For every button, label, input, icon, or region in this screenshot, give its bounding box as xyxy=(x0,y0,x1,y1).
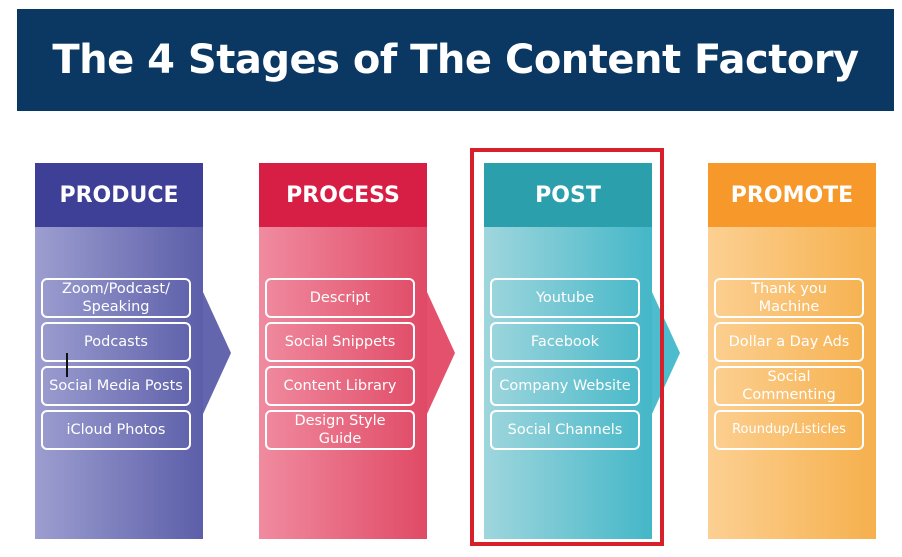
item-box: Social Snippets xyxy=(265,322,415,362)
item-box: Company Website xyxy=(490,366,640,406)
page-title: The 4 Stages of The Content Factory xyxy=(52,37,859,83)
item-box: Descript xyxy=(265,278,415,318)
stage-produce-header: PRODUCE xyxy=(35,163,203,227)
item-box: Roundup/Listicles xyxy=(714,410,864,450)
item-box: Social Commenting xyxy=(714,366,864,406)
item-box: Facebook xyxy=(490,322,640,362)
item-box: Content Library xyxy=(265,366,415,406)
arrow-right-icon xyxy=(652,292,680,414)
stage-produce: PRODUCE Zoom/Podcast/ Speaking Podcasts … xyxy=(35,163,203,539)
item-box: Zoom/Podcast/ Speaking xyxy=(41,278,191,318)
item-box: Social Channels xyxy=(490,410,640,450)
item-box: iCloud Photos xyxy=(41,410,191,450)
stage-process: PROCESS Descript Social Snippets Content… xyxy=(259,163,427,539)
stage-post-items: Youtube Facebook Company Website Social … xyxy=(490,278,640,454)
stage-process-header: PROCESS xyxy=(259,163,427,227)
post-stage-highlight xyxy=(470,148,664,546)
stage-promote: PROMOTE Thank you Machine Dollar a Day A… xyxy=(708,163,876,539)
arrow-right-icon xyxy=(203,292,231,414)
item-box: Design Style Guide xyxy=(265,410,415,450)
text-cursor xyxy=(66,353,68,377)
stage-process-items: Descript Social Snippets Content Library… xyxy=(265,278,415,454)
stage-post: POST Youtube Facebook Company Website So… xyxy=(484,163,652,539)
title-banner: The 4 Stages of The Content Factory xyxy=(17,9,894,111)
stage-promote-header: PROMOTE xyxy=(708,163,876,227)
item-box: Youtube xyxy=(490,278,640,318)
item-box: Social Media Posts xyxy=(41,366,191,406)
item-box: Dollar a Day Ads xyxy=(714,322,864,362)
item-box: Podcasts xyxy=(41,322,191,362)
stage-produce-items: Zoom/Podcast/ Speaking Podcasts Social M… xyxy=(41,278,191,454)
stage-promote-items: Thank you Machine Dollar a Day Ads Socia… xyxy=(714,278,864,454)
arrow-right-icon xyxy=(427,292,455,414)
stage-post-header: POST xyxy=(484,163,652,227)
item-box: Thank you Machine xyxy=(714,278,864,318)
